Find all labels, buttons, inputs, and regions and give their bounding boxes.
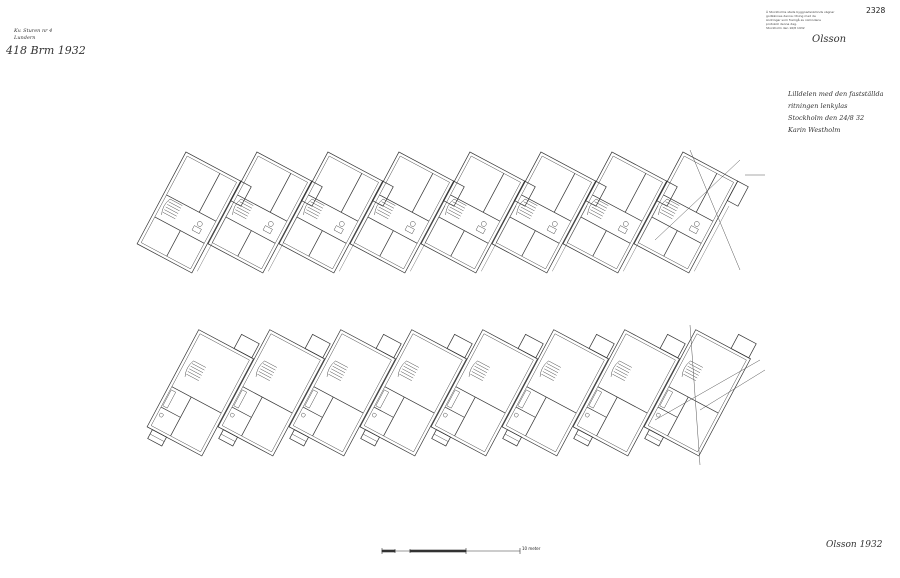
floor-plan-unit (572, 329, 686, 457)
stair-symbol (587, 198, 609, 220)
property-note-line: Lundern (14, 35, 36, 41)
title-line: ritningen lenkylas (788, 102, 848, 110)
floor-plan-unit (278, 151, 394, 274)
stair-symbol (326, 360, 348, 381)
stamp-signature: Olsson (812, 34, 847, 45)
stair-symbol (468, 360, 490, 381)
scale-bar (381, 548, 521, 554)
construction-lines (654, 149, 766, 466)
floor-plan-unit (136, 151, 252, 274)
stair-symbol (516, 198, 538, 220)
stair-symbol (658, 198, 680, 220)
sheet-reference-code: 418 Brm (6, 44, 55, 57)
stamp-line: godkännes denna ritning med de (766, 14, 816, 18)
stair-symbol (539, 360, 561, 381)
floor-plan-unit (420, 151, 536, 274)
stair-symbol (681, 360, 703, 381)
floor-plan-unit (643, 329, 757, 457)
stamp-line: Stockholm den 16/8 1932 (766, 26, 805, 30)
floor-plan-unit (562, 151, 678, 274)
floor-plan-unit (217, 329, 331, 457)
stair-symbol (303, 198, 325, 220)
bottom-signature: Olsson 1932 (826, 540, 883, 550)
stamp-line: ändringar som framgå av nämndens (766, 18, 821, 22)
stair-symbol (161, 198, 183, 220)
upper-row-floor-plans (136, 151, 749, 274)
stair-symbol (610, 360, 632, 381)
title-line: Lilldelen med den fastställda (788, 90, 884, 98)
title-line: Karin Westholm (788, 126, 841, 134)
title-block: Lilldelen med den fastställda ritningen … (788, 88, 888, 136)
stamp-line: Å Stockholms stads byggnadsnämnds vägnar (766, 10, 835, 14)
title-line: Stockholm den 24/8 32 (788, 114, 865, 122)
floor-plan-unit (349, 151, 465, 274)
floor-plan-unit (633, 151, 749, 274)
floor-plan-unit (501, 329, 615, 457)
stair-symbol (184, 360, 206, 381)
floor-plan-unit (359, 329, 473, 457)
scale-label: 10 meter (522, 546, 541, 551)
floor-plan-unit (207, 151, 323, 274)
stamp-line: protokoll denna dag. (766, 22, 797, 26)
property-note: Kv. Sturen nr 4 Lundern (14, 28, 52, 42)
sheet-reference-year: 1932 (57, 44, 86, 57)
floor-plan-unit (491, 151, 607, 274)
approval-stamp: Å Stockholms stads byggnadsnämnds vägnar… (766, 10, 890, 52)
floor-plan-unit (146, 329, 260, 457)
sheet-number: 2328 (866, 6, 886, 15)
lower-row-floor-plans (146, 329, 757, 457)
stair-symbol (232, 198, 254, 220)
floor-plan-unit (430, 329, 544, 457)
stair-symbol (374, 198, 396, 220)
stair-symbol (397, 360, 419, 381)
property-note-line: Kv. Sturen nr 4 (14, 28, 53, 34)
floor-plan-unit (288, 329, 402, 457)
stair-symbol (445, 198, 467, 220)
sheet-reference: 418 Brm 1932 (6, 44, 86, 57)
stair-symbol (255, 360, 277, 381)
